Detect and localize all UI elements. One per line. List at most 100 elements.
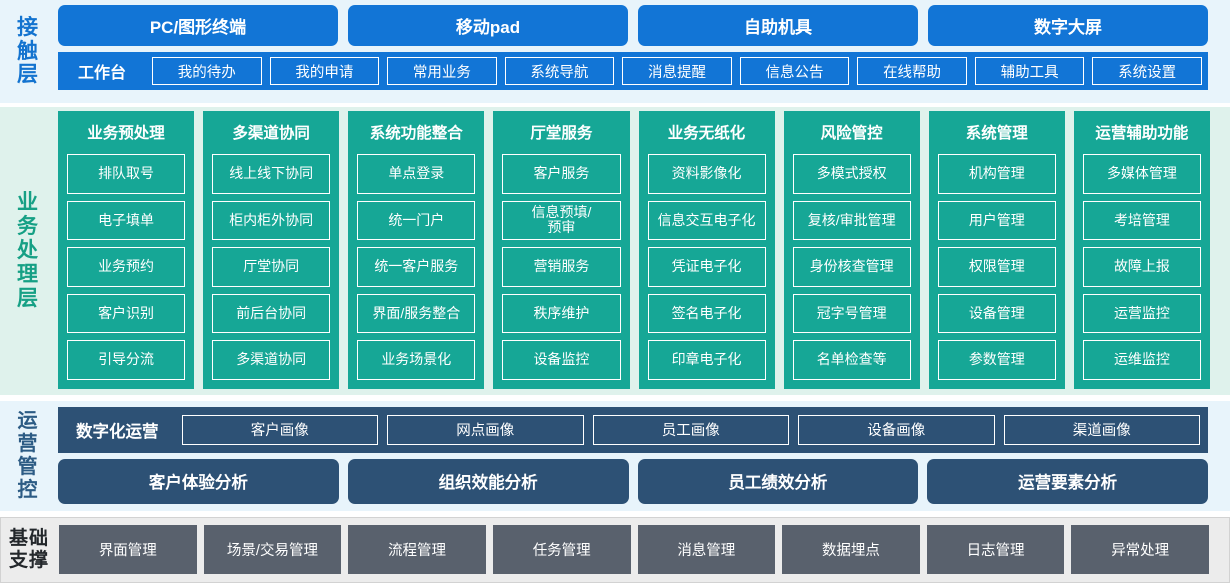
tier-business-label-char-3: 理	[17, 262, 39, 286]
tier-operations-label-char-3: 控	[17, 478, 39, 501]
base-button-task-management[interactable]: 任务管理	[492, 525, 631, 574]
business-item-4-2[interactable]: 凭证电子化	[647, 247, 766, 287]
analysis-button-employee-performance[interactable]: 员工绩效分析	[637, 458, 919, 504]
business-item-1-2[interactable]: 厅堂协同	[212, 247, 331, 287]
business-item-7-4[interactable]: 运维监控	[1082, 340, 1201, 380]
channel-button-pc[interactable]: PC/图形终端	[58, 5, 338, 46]
digital-operations-title: 数字化运营	[76, 422, 159, 441]
workbench-item-system-navigation[interactable]: 系统导航	[504, 57, 615, 85]
business-item-6-0[interactable]: 机构管理	[937, 154, 1056, 194]
base-button-data-tracking[interactable]: 数据埋点	[782, 525, 920, 574]
tier-base-support-layer: 基础 支撑 界面管理 场景/交易管理 流程管理 任务管理 消息管理 数据埋点 日…	[0, 517, 1230, 583]
business-item-1-1[interactable]: 柜内柜外协同	[212, 200, 331, 241]
business-item-3-1[interactable]: 信息预填/ 预审	[502, 200, 621, 241]
channel-button-self-service[interactable]: 自助机具	[638, 5, 918, 46]
workbench-item-auxiliary-tools[interactable]: 辅助工具	[974, 57, 1085, 85]
workbench-item-announcement[interactable]: 信息公告	[739, 57, 850, 85]
base-button-ui-management[interactable]: 界面管理	[59, 525, 197, 574]
business-item-0-1[interactable]: 电子填单	[67, 200, 186, 241]
business-item-5-1[interactable]: 复核/审批管理	[792, 200, 911, 241]
portrait-button-channel[interactable]: 渠道画像	[1003, 414, 1200, 445]
analysis-button-operation-factor[interactable]: 运营要素分析	[927, 458, 1208, 504]
base-button-message-management[interactable]: 消息管理	[637, 525, 776, 574]
tier-business-label-char-0: 业	[17, 191, 39, 215]
business-item-5-4[interactable]: 名单检查等	[792, 340, 911, 380]
business-item-5-2[interactable]: 身份核查管理	[792, 247, 911, 287]
workbench-item-online-help[interactable]: 在线帮助	[857, 57, 967, 85]
business-item-0-3[interactable]: 客户识别	[67, 293, 186, 334]
tier-business-layer: 业务处理层 业务预处理排队取号电子填单业务预约客户识别引导分流多渠道协同线上线下…	[0, 107, 1230, 395]
tier-access-label-char-1: 触	[17, 39, 39, 63]
channel-button-mobile-pad[interactable]: 移动pad	[348, 5, 628, 46]
workbench-item-my-application[interactable]: 我的申请	[269, 57, 380, 85]
tier-access-label-char-0: 接	[17, 15, 39, 39]
business-item-4-0[interactable]: 资料影像化	[647, 154, 766, 194]
business-column-0: 业务预处理排队取号电子填单业务预约客户识别引导分流	[58, 111, 195, 389]
tier-operations-label-char-0: 运	[17, 410, 39, 433]
tier-base-support-label: 基础 支撑	[1, 518, 57, 582]
workbench-title: 工作台	[78, 65, 127, 82]
business-item-0-2[interactable]: 业务预约	[67, 247, 186, 287]
business-item-2-3[interactable]: 界面/服务整合	[357, 293, 476, 334]
portrait-button-branch[interactable]: 网点画像	[387, 414, 584, 445]
channel-button-row: PC/图形终端 移动pad 自助机具 数字大屏	[58, 5, 1208, 46]
business-item-7-2[interactable]: 故障上报	[1082, 247, 1201, 287]
base-button-scenario-transaction-management[interactable]: 场景/交易管理	[203, 525, 342, 574]
business-column-6: 系统管理机构管理用户管理权限管理设备管理参数管理	[928, 111, 1065, 389]
base-button-process-management[interactable]: 流程管理	[348, 525, 486, 574]
business-item-5-3[interactable]: 冠字号管理	[792, 293, 911, 334]
business-item-6-3[interactable]: 设备管理	[937, 293, 1056, 334]
business-item-4-3[interactable]: 签名电子化	[647, 293, 766, 334]
business-item-2-0[interactable]: 单点登录	[357, 154, 476, 194]
business-item-4-1[interactable]: 信息交互电子化	[647, 200, 766, 241]
business-item-6-4[interactable]: 参数管理	[937, 340, 1056, 380]
business-item-1-0[interactable]: 线上线下协同	[212, 154, 331, 194]
tier-operations-label-char-2: 管	[17, 456, 39, 478]
business-item-4-4[interactable]: 印章电子化	[647, 340, 766, 380]
business-column-3: 厅堂服务客户服务信息预填/ 预审营销服务秩序维护设备监控	[493, 111, 630, 389]
analysis-button-organization-efficiency[interactable]: 组织效能分析	[347, 458, 629, 504]
business-column-title-7: 运营辅助功能	[1095, 125, 1189, 142]
analysis-button-customer-experience[interactable]: 客户体验分析	[58, 458, 339, 504]
access-layer-body: PC/图形终端 移动pad 自助机具 数字大屏 工作台 我的待办 我的申请 常用…	[56, 0, 1230, 103]
business-column-1: 多渠道协同线上线下协同柜内柜外协同厅堂协同前后台协同多渠道协同	[203, 111, 340, 389]
business-item-6-1[interactable]: 用户管理	[937, 200, 1056, 241]
business-column-title-1: 多渠道协同	[232, 125, 310, 142]
business-item-2-2[interactable]: 统一客户服务	[357, 247, 476, 287]
channel-button-digital-screen[interactable]: 数字大屏	[928, 5, 1208, 46]
business-item-6-2[interactable]: 权限管理	[937, 247, 1056, 287]
business-column-title-2: 系统功能整合	[369, 125, 463, 142]
business-item-2-4[interactable]: 业务场景化	[357, 340, 476, 380]
workbench-item-common-business[interactable]: 常用业务	[387, 57, 497, 85]
business-item-5-0[interactable]: 多模式授权	[792, 154, 911, 194]
business-item-1-3[interactable]: 前后台协同	[212, 293, 331, 334]
business-item-3-4[interactable]: 设备监控	[502, 340, 621, 380]
digital-operations-row: 数字化运营 客户画像 网点画像 员工画像 设备画像 渠道画像	[58, 407, 1208, 453]
tier-access-label: 接触层	[0, 0, 56, 103]
workbench-item-system-settings[interactable]: 系统设置	[1092, 57, 1202, 85]
portrait-button-employee[interactable]: 员工画像	[592, 414, 789, 445]
business-item-3-0[interactable]: 客户服务	[502, 154, 621, 194]
business-item-7-3[interactable]: 运营监控	[1082, 293, 1201, 334]
workbench-item-message-reminder[interactable]: 消息提醒	[622, 57, 732, 85]
tier-operations-label-char-1: 营	[17, 433, 39, 456]
workbench-bar: 工作台 我的待办 我的申请 常用业务 系统导航 消息提醒 信息公告 在线帮助 辅…	[58, 52, 1208, 90]
business-column-5: 风险管控多模式授权复核/审批管理身份核查管理冠字号管理名单检查等	[783, 111, 920, 389]
business-item-1-4[interactable]: 多渠道协同	[212, 340, 331, 380]
business-item-2-1[interactable]: 统一门户	[357, 200, 476, 241]
business-item-3-3[interactable]: 秩序维护	[502, 293, 621, 334]
business-item-3-2[interactable]: 营销服务	[502, 247, 621, 287]
business-column-7: 运营辅助功能多媒体管理考培管理故障上报运营监控运维监控	[1073, 111, 1210, 389]
base-button-log-management[interactable]: 日志管理	[926, 525, 1065, 574]
business-item-0-0[interactable]: 排队取号	[67, 154, 186, 194]
business-column-title-5: 风险管控	[820, 125, 883, 142]
business-item-7-1[interactable]: 考培管理	[1082, 200, 1201, 241]
business-item-0-4[interactable]: 引导分流	[67, 340, 186, 380]
base-button-exception-handling[interactable]: 异常处理	[1071, 525, 1209, 574]
portrait-button-customer[interactable]: 客户画像	[181, 414, 378, 445]
business-item-7-0[interactable]: 多媒体管理	[1082, 154, 1201, 194]
business-column-title-3: 厅堂服务	[530, 125, 593, 142]
workbench-item-my-todo[interactable]: 我的待办	[152, 57, 262, 85]
portrait-button-device[interactable]: 设备画像	[798, 414, 995, 445]
